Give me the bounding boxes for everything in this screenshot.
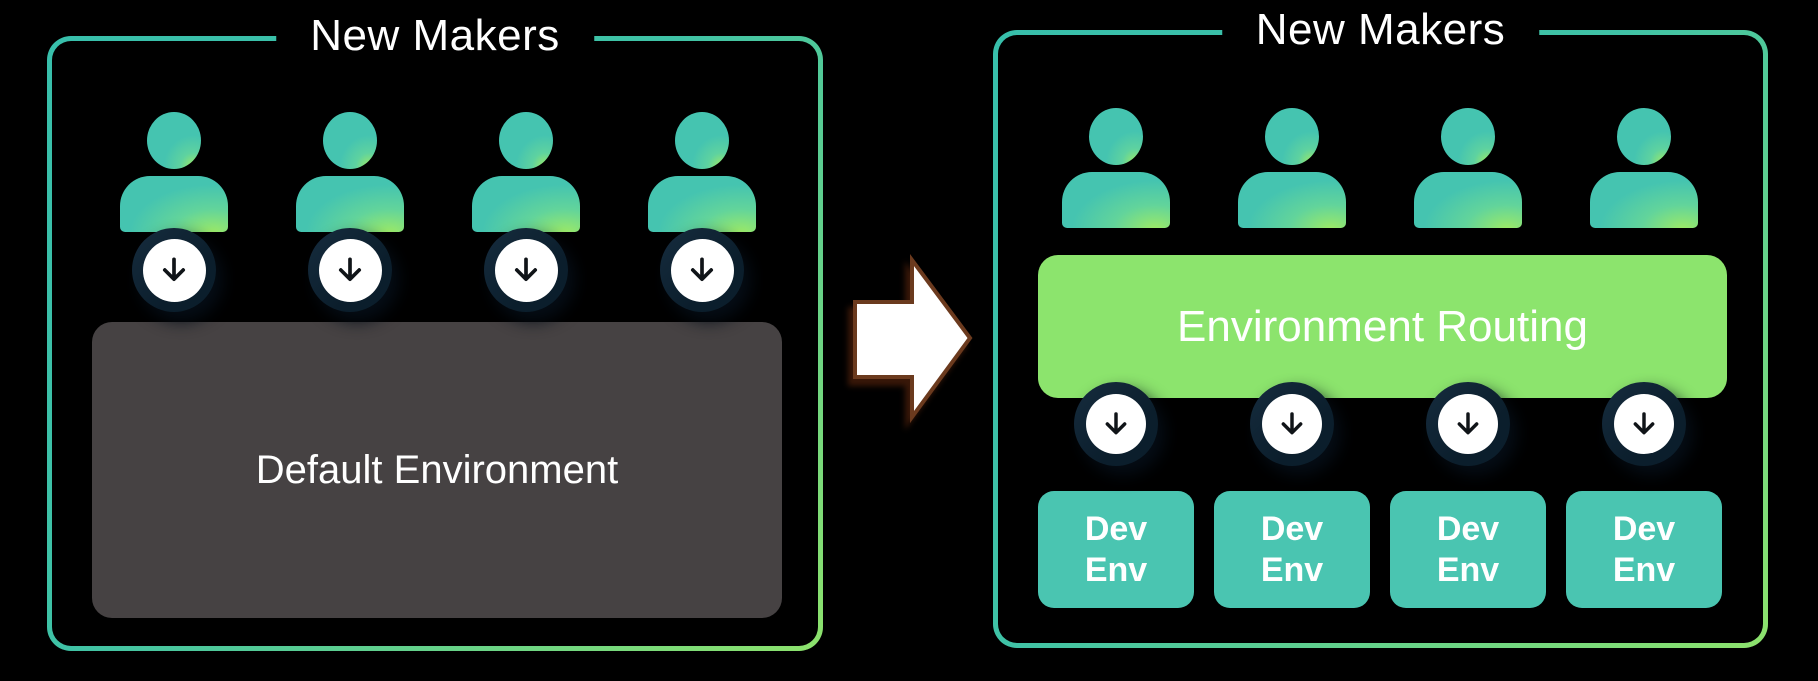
- person-icon: [1589, 108, 1699, 228]
- dev-env-label: Dev: [1260, 510, 1324, 549]
- down-arrow-badge: [1602, 382, 1686, 466]
- right-panel-title: New Makers: [1221, 6, 1540, 54]
- person-icon: [295, 112, 405, 232]
- down-arrow-badge: [308, 228, 392, 312]
- person-body: [120, 176, 228, 232]
- dev-env-label: Env: [1436, 550, 1500, 589]
- dev-env-box: Dev Env: [1566, 491, 1722, 608]
- default-environment-box: Default Environment: [92, 322, 782, 618]
- person-head: [1089, 108, 1143, 165]
- dev-env-box: Dev Env: [1214, 491, 1370, 608]
- down-arrow-icon: [1086, 394, 1146, 454]
- down-arrow-icon: [142, 238, 206, 302]
- dev-env-box: Dev Env: [1038, 491, 1194, 608]
- person-head: [499, 112, 553, 169]
- down-arrow-icon: [1438, 394, 1498, 454]
- dev-env-label: Env: [1612, 550, 1676, 589]
- dev-env-label: Dev: [1436, 510, 1500, 549]
- right-arrow-icon: [853, 253, 973, 424]
- down-arrow-badge: [1074, 382, 1158, 466]
- person-body: [1238, 172, 1346, 228]
- down-arrow-badge: [132, 228, 216, 312]
- person-icon: [471, 112, 581, 232]
- default-environment-label: Default Environment: [255, 447, 619, 492]
- down-arrow-icon: [1614, 394, 1674, 454]
- dev-env-label: Dev: [1612, 510, 1676, 549]
- person-body: [1590, 172, 1698, 228]
- dev-env-label: Env: [1084, 550, 1148, 589]
- dev-env-label: Dev: [1084, 510, 1148, 549]
- down-arrow-badge: [660, 228, 744, 312]
- down-arrow-badge: [484, 228, 568, 312]
- left-panel: New Makers Default Environment: [47, 12, 823, 651]
- person-icon: [647, 112, 757, 232]
- person-icon: [1237, 108, 1347, 228]
- person-body: [1414, 172, 1522, 228]
- person-head: [147, 112, 201, 169]
- person-icon: [1413, 108, 1523, 228]
- person-body: [648, 176, 756, 232]
- environment-routing-label: Environment Routing: [1177, 301, 1588, 351]
- down-arrow-icon: [670, 238, 734, 302]
- person-head: [675, 112, 729, 169]
- person-body: [472, 176, 580, 232]
- down-arrow-icon: [494, 238, 558, 302]
- down-arrow-badge: [1250, 382, 1334, 466]
- person-head: [1441, 108, 1495, 165]
- left-panel-title: New Makers: [276, 12, 594, 60]
- dev-env-label: Env: [1260, 550, 1324, 589]
- environment-routing-box: Environment Routing: [1038, 255, 1727, 398]
- dev-env-box: Dev Env: [1390, 491, 1546, 608]
- person-head: [1265, 108, 1319, 165]
- down-arrow-icon: [1262, 394, 1322, 454]
- person-head: [323, 112, 377, 169]
- down-arrow-icon: [318, 238, 382, 302]
- person-body: [1062, 172, 1170, 228]
- person-icon: [1061, 108, 1171, 228]
- down-arrow-badge: [1426, 382, 1510, 466]
- person-icon: [119, 112, 229, 232]
- person-head: [1617, 108, 1671, 165]
- person-body: [296, 176, 404, 232]
- right-panel: New Makers Environment Routing: [993, 6, 1768, 648]
